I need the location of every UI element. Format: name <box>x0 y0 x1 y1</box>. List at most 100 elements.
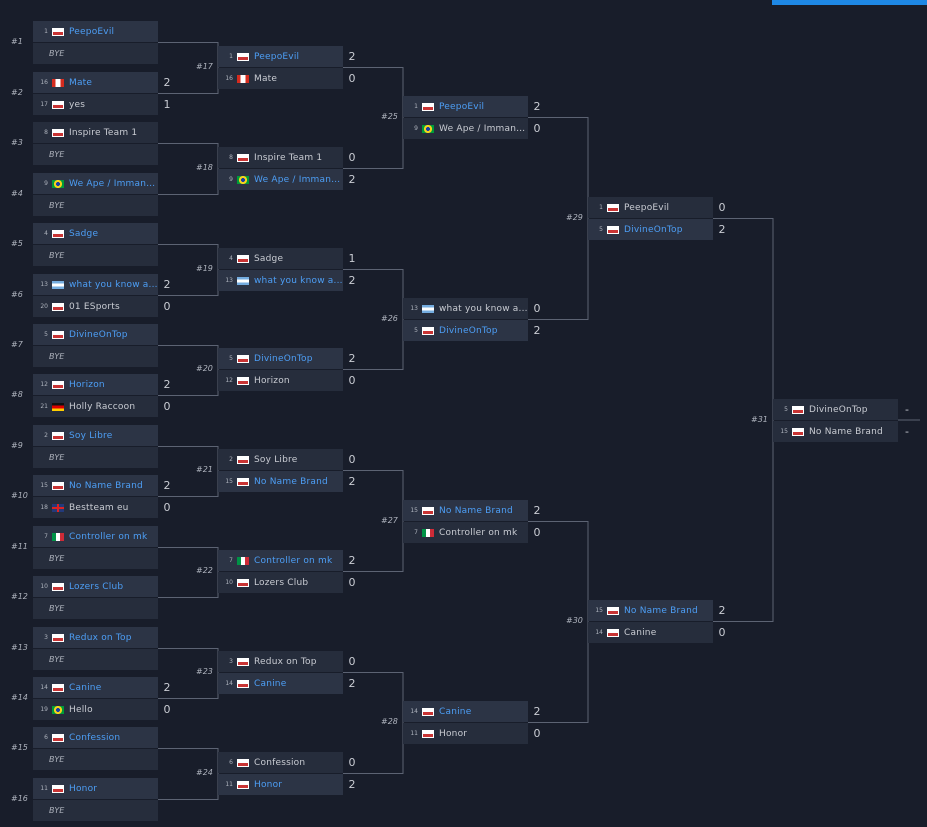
team-name[interactable]: Holly Raccoon <box>69 401 136 412</box>
team-name[interactable]: No Name Brand <box>69 480 143 491</box>
team-name[interactable]: DivineOnTop <box>254 353 313 364</box>
team-name[interactable]: Mate <box>69 77 93 88</box>
team-name[interactable]: Soy Libre <box>254 454 298 465</box>
team-name[interactable]: Confession <box>69 732 121 743</box>
team-name[interactable]: Confession <box>254 757 306 768</box>
team-name[interactable]: Horizon <box>69 379 105 390</box>
team-name[interactable]: Lozers Club <box>254 577 309 588</box>
team-name[interactable]: 01 ESports <box>69 301 120 312</box>
team-name[interactable]: DivineOnTop <box>69 329 128 340</box>
team-name[interactable]: what you know a... <box>69 279 158 290</box>
team-name[interactable]: DivineOnTop <box>439 325 498 336</box>
team-name[interactable]: Soy Libre <box>69 430 113 441</box>
team-name[interactable]: Redux on Top <box>69 632 132 643</box>
team-name[interactable]: PeepoEvil <box>254 51 300 62</box>
team-name[interactable]: Canine <box>624 627 657 638</box>
team-name[interactable]: what you know a... <box>254 275 343 286</box>
team-name[interactable]: Canine <box>69 682 102 693</box>
team-name[interactable]: We Ape / Immanent <box>439 123 528 134</box>
team-name[interactable]: Honor <box>69 783 98 794</box>
team-name[interactable]: We Ape / Immanent <box>69 178 158 189</box>
team-name[interactable]: PeepoEvil <box>624 202 670 213</box>
team-name[interactable]: Inspire Team 1 <box>69 127 138 138</box>
team-name[interactable]: Sadge <box>69 228 99 239</box>
team-name[interactable]: DivineOnTop <box>809 404 868 415</box>
team-name[interactable]: Honor <box>254 779 283 790</box>
team-name[interactable]: PeepoEvil <box>439 101 485 112</box>
team-name[interactable]: We Ape / Immanent <box>254 174 343 185</box>
team-name[interactable]: No Name Brand <box>809 426 883 437</box>
team-name[interactable]: No Name Brand <box>624 605 698 616</box>
team-name[interactable]: Inspire Team 1 <box>254 152 323 163</box>
team-name[interactable]: DivineOnTop <box>624 224 683 235</box>
team-name[interactable]: yes <box>69 99 86 110</box>
team-name[interactable]: Hello <box>69 704 93 715</box>
team-name[interactable]: Redux on Top <box>254 656 317 667</box>
team-name[interactable]: PeepoEvil <box>69 26 115 37</box>
team-name[interactable]: Bestteam eu <box>69 502 129 513</box>
team-name[interactable]: Controller on mk <box>69 531 148 542</box>
team-name[interactable]: Canine <box>439 706 472 717</box>
team-name[interactable]: No Name Brand <box>254 476 328 487</box>
team-name[interactable]: Honor <box>439 728 468 739</box>
team-name[interactable]: Canine <box>254 678 287 689</box>
team-name[interactable]: Sadge <box>254 253 284 264</box>
team-name[interactable]: Mate <box>254 73 278 84</box>
team-name[interactable]: Controller on mk <box>439 527 518 538</box>
team-name[interactable]: Controller on mk <box>254 555 333 566</box>
team-name[interactable]: Lozers Club <box>69 581 124 592</box>
team-name[interactable]: what you know a... <box>439 303 528 314</box>
team-name[interactable]: No Name Brand <box>439 505 513 516</box>
